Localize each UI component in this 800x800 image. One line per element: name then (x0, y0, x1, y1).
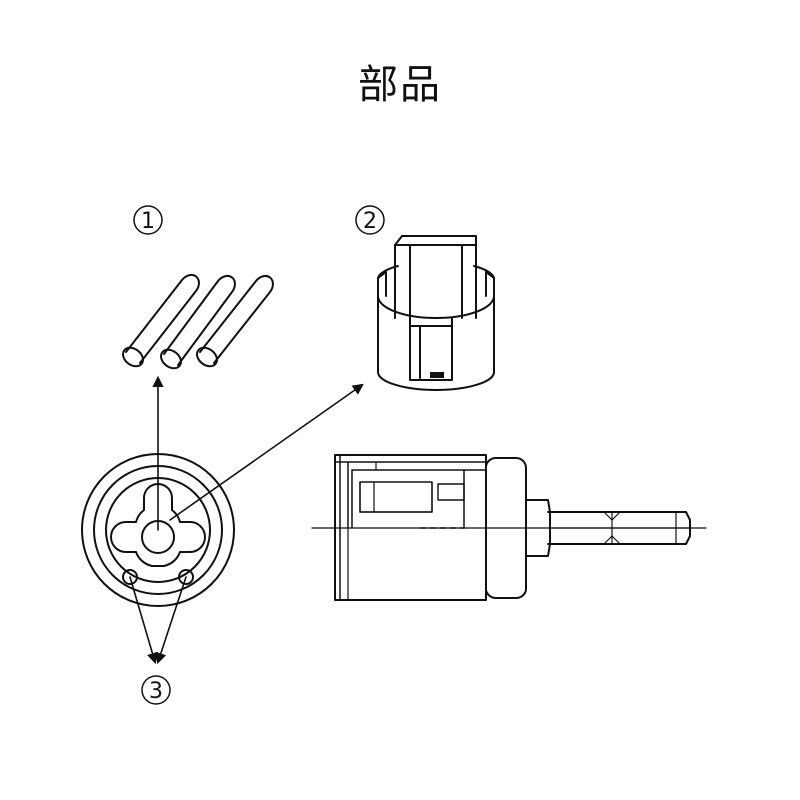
label-1: 1 (133, 205, 163, 235)
label-3-text: 3 (149, 679, 163, 704)
pins-part (122, 273, 274, 370)
arrows (129, 375, 364, 665)
label-3: 3 (141, 675, 171, 705)
pin-1 (122, 273, 200, 368)
label-2-text: 2 (363, 209, 377, 234)
page-title: 部品 (358, 62, 442, 108)
arrow-to-label3-a (129, 576, 158, 665)
pin-3 (196, 274, 274, 368)
assembled-side-view (311, 454, 707, 601)
arrow-to-label3-b (155, 576, 187, 665)
label-2: 2 (355, 205, 385, 235)
arrow-to-insert (169, 383, 364, 521)
insert-part (377, 235, 495, 391)
pin-2 (160, 274, 236, 370)
label-1-text: 1 (141, 209, 155, 234)
